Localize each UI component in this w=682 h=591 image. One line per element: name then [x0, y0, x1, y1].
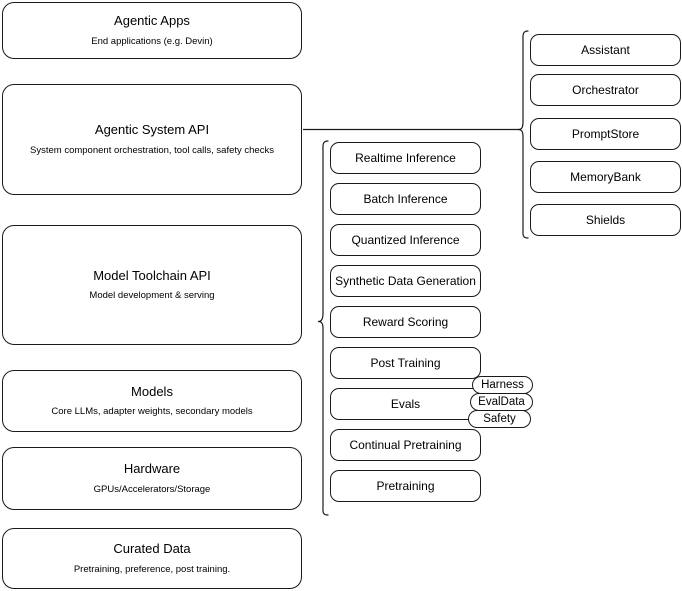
layer-subtitle: Pretraining, preference, post training.	[73, 563, 231, 575]
capability-label: Quantized Inference	[351, 232, 460, 247]
layer-card-agentic-system-api[interactable]: Agentic System API System component orch…	[2, 84, 302, 195]
component-box-shields[interactable]: Shields	[530, 204, 681, 236]
capability-label: Pretraining	[376, 478, 435, 493]
component-box-assistant[interactable]: Assistant	[530, 34, 681, 66]
capability-box-post-training[interactable]: Post Training	[330, 347, 481, 379]
capability-box-evals[interactable]: Evals	[330, 388, 481, 420]
capability-label: Synthetic Data Generation	[335, 273, 476, 288]
layer-card-curated-data[interactable]: Curated Data Pretraining, preference, po…	[2, 528, 302, 589]
layer-subtitle: Model development & serving	[89, 290, 215, 302]
capability-box-synthetic-data-generation[interactable]: Synthetic Data Generation	[330, 265, 481, 297]
capability-label: Continual Pretraining	[349, 437, 462, 452]
layer-title: Curated Data	[113, 541, 191, 557]
layer-card-hardware[interactable]: Hardware GPUs/Accelerators/Storage	[2, 447, 302, 510]
capability-box-continual-pretraining[interactable]: Continual Pretraining	[330, 429, 481, 461]
eval-tag-evaldata[interactable]: EvalData	[470, 393, 533, 411]
brace-system-components	[517, 30, 529, 239]
component-label: Orchestrator	[572, 82, 639, 97]
layer-card-models[interactable]: Models Core LLMs, adapter weights, secon…	[2, 370, 302, 432]
layer-title: Agentic Apps	[114, 13, 190, 29]
capability-label: Batch Inference	[363, 191, 448, 206]
capability-box-reward-scoring[interactable]: Reward Scoring	[330, 306, 481, 338]
layer-subtitle: System component orchestration, tool cal…	[30, 144, 274, 156]
capability-label: Evals	[390, 396, 421, 411]
brace-toolchain-capabilities	[317, 140, 329, 516]
eval-tag-harness[interactable]: Harness	[472, 376, 533, 394]
component-box-orchestrator[interactable]: Orchestrator	[530, 74, 681, 106]
capability-box-realtime-inference[interactable]: Realtime Inference	[330, 142, 481, 174]
capability-label: Post Training	[370, 355, 441, 370]
layer-card-agentic-apps[interactable]: Agentic Apps End applications (e.g. Devi…	[2, 2, 302, 59]
component-label: Shields	[585, 212, 626, 227]
eval-tag-safety[interactable]: Safety	[468, 410, 531, 428]
layer-title: Hardware	[123, 461, 181, 477]
capability-box-pretraining[interactable]: Pretraining	[330, 470, 481, 502]
layer-title: Model Toolchain API	[93, 267, 211, 283]
layer-subtitle: Core LLMs, adapter weights, secondary mo…	[51, 406, 253, 418]
layer-card-model-toolchain-api[interactable]: Model Toolchain API Model development & …	[2, 225, 302, 345]
component-label: MemoryBank	[570, 169, 641, 184]
layer-title: Models	[131, 383, 173, 399]
component-label: PromptStore	[571, 126, 640, 141]
capability-box-quantized-inference[interactable]: Quantized Inference	[330, 224, 481, 256]
layer-subtitle: End applications (e.g. Devin)	[91, 35, 213, 47]
component-label: Assistant	[581, 42, 630, 57]
component-box-promptstore[interactable]: PromptStore	[530, 118, 681, 150]
capability-label: Reward Scoring	[362, 314, 449, 329]
component-box-memorybank[interactable]: MemoryBank	[530, 161, 681, 193]
capability-label: Realtime Inference	[355, 150, 456, 165]
layer-title: Agentic System API	[94, 122, 210, 138]
capability-box-batch-inference[interactable]: Batch Inference	[330, 183, 481, 215]
layer-subtitle: GPUs/Accelerators/Storage	[93, 483, 211, 495]
